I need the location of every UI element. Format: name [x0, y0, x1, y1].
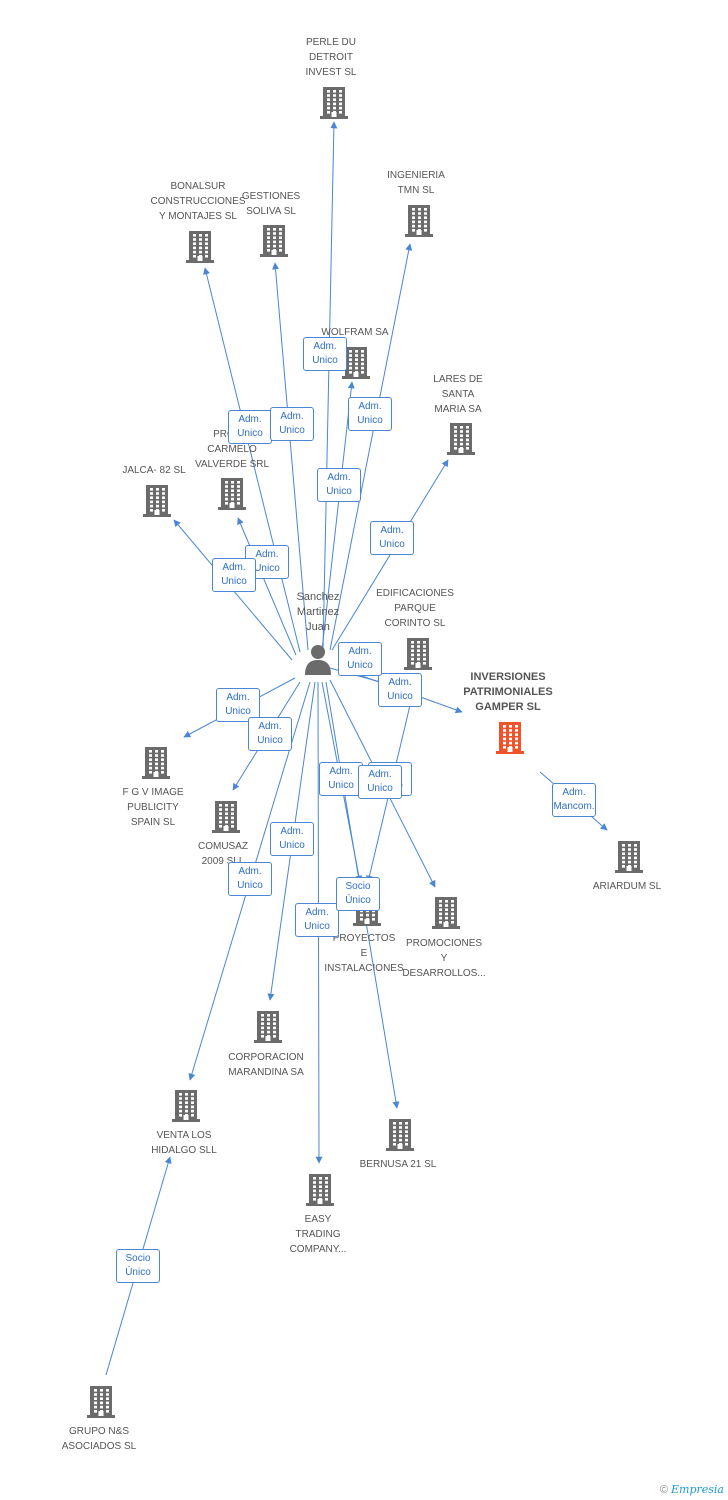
edge-label-center-edificaciones[interactable]: Adm. Unico	[338, 642, 382, 676]
building-icon-fgv[interactable]	[141, 746, 171, 780]
building-icon-promo_carmelo[interactable]	[217, 477, 247, 511]
edge-center-ingenieria	[329, 243, 413, 651]
building-icon-lares[interactable]	[446, 422, 476, 456]
edge-label-center-proyectos[interactable]: Adm. Unico	[319, 762, 363, 796]
edge-label-center-wolfram[interactable]: Adm. Unico	[317, 468, 361, 502]
building-icon-gestiones[interactable]	[259, 224, 289, 258]
company-label-ariardum[interactable]: ARIARDUM SL	[592, 881, 662, 892]
building-icon-bernusa[interactable]	[385, 1118, 415, 1152]
company-label-bernusa[interactable]: BERNUSA 21 SL	[359, 1159, 437, 1170]
edge-label-center-jalca[interactable]: Adm. Unico	[212, 558, 256, 592]
edge-label-center-corporacion[interactable]: Adm. Unico	[270, 822, 314, 856]
building-icon-bonalsur[interactable]	[185, 230, 215, 264]
building-icon-wolfram[interactable]	[341, 346, 371, 380]
edge-label-center-bonalsur[interactable]: Adm. Unico	[228, 410, 272, 444]
company-label-venta[interactable]: VENTA LOS HIDALGO SLL	[151, 1130, 217, 1156]
company-label-bonalsur[interactable]: BONALSUR CONSTRUCCIONES Y MONTAJES SL	[150, 181, 246, 222]
edge-label-center-easy[interactable]: Adm. Unico	[295, 903, 339, 937]
company-label-grupo[interactable]: GRUPO N&S ASOCIADOS SL	[61, 1426, 137, 1452]
edge-label-center-comusaz[interactable]: Adm. Unico	[248, 717, 292, 751]
edge-label-center-inversiones[interactable]: Adm. Unico	[378, 673, 422, 707]
building-icon-perle[interactable]	[319, 86, 349, 120]
company-label-promociones[interactable]: PROMOCIONES Y DESARROLLOS...	[402, 938, 486, 979]
person-icon[interactable]	[303, 643, 333, 677]
edge-label-center-fgv[interactable]: Adm. Unico	[216, 688, 260, 722]
company-label-corporacion[interactable]: CORPORACION MARANDINA SA	[228, 1052, 304, 1078]
copyright-symbol: ©	[659, 1484, 668, 1496]
edge-label-center-gestiones[interactable]: Adm. Unico	[270, 407, 314, 441]
edge-label-center-venta[interactable]: Adm. Unico	[228, 862, 272, 896]
company-label-ingenieria[interactable]: INGENIERIA TMN SL	[387, 170, 445, 196]
company-label-edificaciones[interactable]: EDIFICACIONES PARQUE CORINTO SL	[376, 588, 454, 629]
company-label-proyectos[interactable]: PROYECTOS E INSTALACIONES	[324, 933, 404, 974]
edge-center-bonalsur	[203, 267, 301, 653]
company-label-inversiones[interactable]: INVERSIONES PATRIMONIALES GAMPER SL	[463, 671, 553, 713]
edge-center-perle	[322, 121, 338, 651]
company-label-lares[interactable]: LARES DE SANTA MARIA SA	[433, 374, 483, 415]
edge-center-gestiones	[272, 262, 309, 651]
edge-label-center-bernusa[interactable]: Adm. Unico	[358, 765, 402, 799]
company-label-wolfram[interactable]: WOLFRAM SA	[321, 327, 389, 338]
company-label-fgv[interactable]: F G V IMAGE PUBLICITY SPAIN SL	[122, 787, 184, 828]
company-label-jalca[interactable]: JALCA- 82 SL	[122, 465, 186, 476]
edge-label-center-lares[interactable]: Adm. Unico	[370, 521, 414, 555]
edge-center-wolfram	[321, 381, 355, 651]
edge-label-edificaciones-proyectos[interactable]: Socio Único	[336, 877, 380, 911]
building-icon-ariardum[interactable]	[614, 840, 644, 874]
building-icon-easy[interactable]	[305, 1173, 335, 1207]
edge-label-inversiones-ariardum[interactable]: Adm. Mancom.	[552, 783, 596, 817]
building-icon-promociones[interactable]	[431, 896, 461, 930]
building-icon-grupo[interactable]	[86, 1385, 116, 1419]
company-label-comusaz[interactable]: COMUSAZ 2009 SLL	[198, 841, 248, 867]
company-label-easy[interactable]: EASY TRADING COMPANY...	[289, 1214, 347, 1255]
edge-center-lares	[331, 459, 449, 651]
edge-label-center-ingenieria[interactable]: Adm. Unico	[348, 397, 392, 431]
empresia-logo: Empresia	[671, 1483, 724, 1496]
edge-label-center-perle[interactable]: Adm. Unico	[303, 337, 347, 371]
company-label-gestiones[interactable]: GESTIONES SOLIVA SL	[241, 191, 301, 217]
building-icon-jalca[interactable]	[142, 484, 172, 518]
footer-brand[interactable]: © Empresia	[660, 1483, 724, 1496]
building-icon-ingenieria[interactable]	[404, 204, 434, 238]
edge-center-promo_carmelo	[237, 517, 297, 656]
building-icon-comusaz[interactable]	[211, 800, 241, 834]
building-icon-venta[interactable]	[171, 1089, 201, 1123]
building-icon-corporacion[interactable]	[253, 1010, 283, 1044]
company-label-perle[interactable]: PERLE DU DETROIT INVEST SL	[305, 37, 357, 78]
building-icon-edificaciones[interactable]	[403, 637, 433, 671]
person-name[interactable]: Sanchez Martinez Juan	[296, 591, 340, 633]
edge-label-grupo-venta[interactable]: Socio Único	[116, 1249, 160, 1283]
building-icon-inversiones[interactable]	[495, 721, 525, 755]
